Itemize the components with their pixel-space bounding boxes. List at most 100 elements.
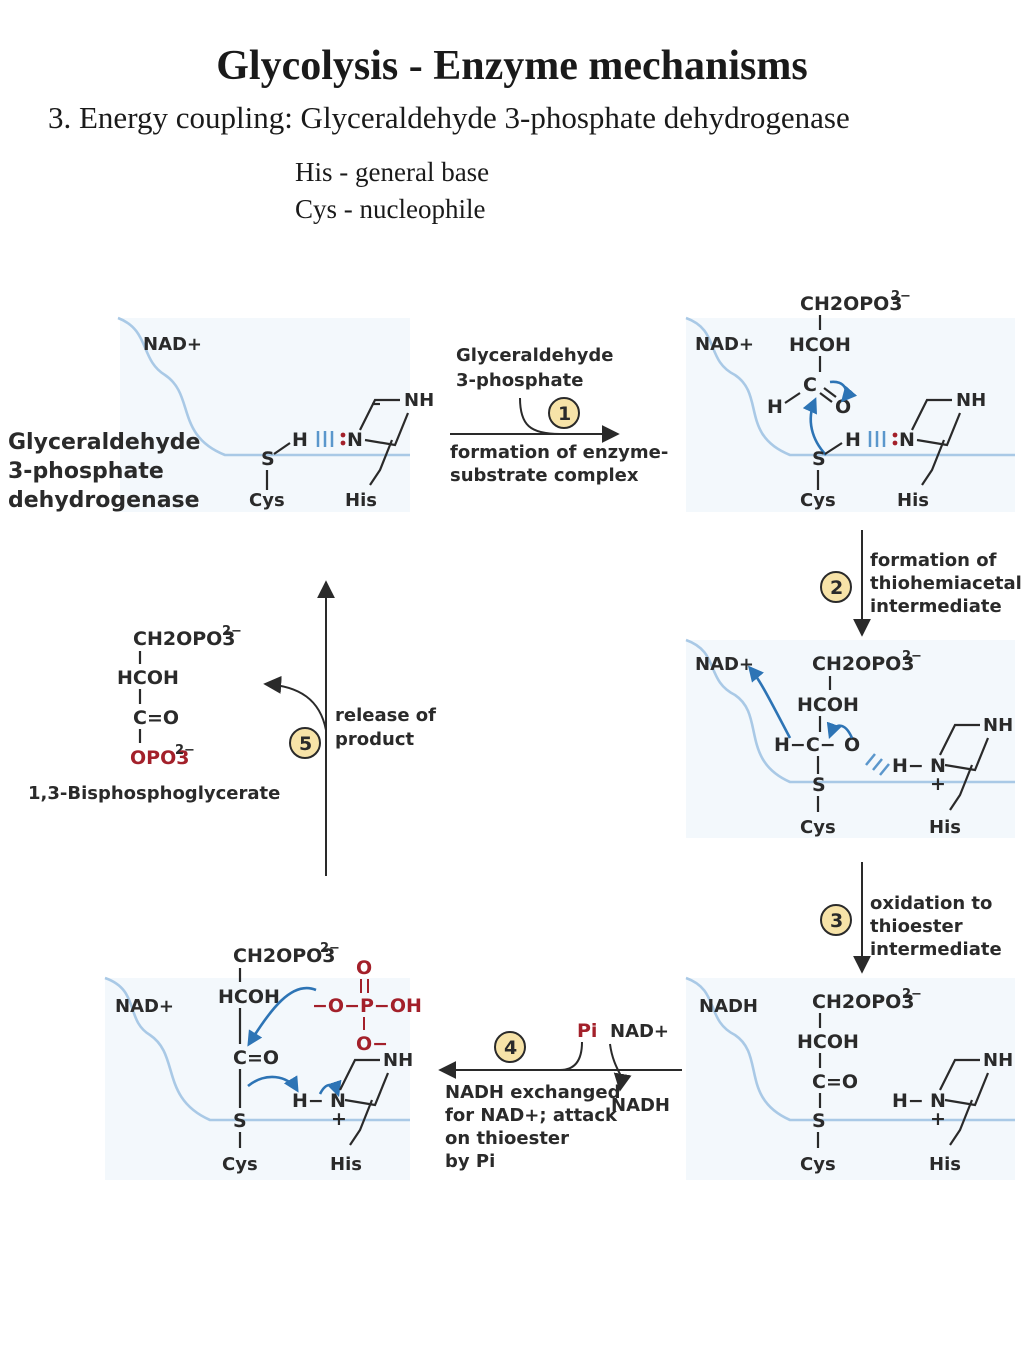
panel-thiohemiacetal-intermediate: NAD+ CH2OPO3 2− HCOH H−C− O H− N + NH S …	[685, 638, 1015, 838]
his-imidazole-n: N	[330, 1090, 346, 1112]
his-imidazole-nh: NH	[383, 1050, 413, 1071]
nad-plus-label: NAD+	[695, 654, 754, 675]
nadh-label: NADH	[699, 996, 758, 1017]
step-2-text-line-1: formation of	[870, 550, 997, 571]
hydrogen-bond-dashes	[316, 431, 334, 447]
step-1-badge	[548, 397, 580, 429]
step-4-text-line-4: by Pi	[445, 1151, 495, 1172]
acyl-phosphate: OPO3	[130, 747, 189, 769]
his-n-hydrogen: H−	[892, 755, 924, 777]
thiolate-attack-arrow	[802, 397, 827, 456]
step-3-badge	[820, 904, 852, 936]
panel-thioester-intermediate: NADH CH2OPO3 2− HCOH C=O S Cys H− N + NH…	[685, 976, 1015, 1180]
enzyme-name-line-1: Glyceraldehyde	[8, 430, 200, 455]
his-imidazole-nh: NH	[404, 390, 434, 411]
ch2opo3-group: CH2OPO3	[133, 628, 236, 650]
thioester-carbonyl: C=O	[812, 1071, 858, 1093]
alkoxide-electron-arrow	[826, 721, 854, 739]
his-imidazole-nh: NH	[983, 1050, 1013, 1071]
his-positive-charge: +	[331, 1108, 347, 1130]
ch2opo3-group: CH2OPO3	[812, 991, 915, 1013]
hcoh-group: HCOH	[789, 334, 851, 356]
role-his-general-base: His - general base	[295, 157, 490, 187]
step-3-text-line-1: oxidation to	[870, 893, 992, 914]
step-3: 3 oxidation to thioester intermediate	[820, 862, 1002, 974]
his-imidazole-n: N	[899, 429, 915, 451]
nad-plus-in-label: NAD+	[610, 1021, 669, 1042]
hydride-transfer-arrow	[748, 665, 792, 739]
phosphate-double-bond-oxygen: O	[356, 957, 372, 979]
nadh-out-label: NADH	[611, 1095, 670, 1116]
svg-text:2−: 2−	[175, 743, 195, 758]
cys-sulfur: S	[261, 448, 275, 470]
carbonyl-reform-arrow	[247, 1075, 299, 1093]
product-name: 1,3-Bisphosphoglycerate	[28, 783, 280, 804]
step-4: Pi NAD+ NADH 4 NADH exchanged for NAD+; …	[438, 1020, 682, 1172]
his-n-hydrogen: H−	[892, 1090, 924, 1112]
step-4-number: 4	[504, 1037, 517, 1059]
panel-phosphorolysis: NAD+ CH2OPO3 2− HCOH C=O S Cys O −O−P−OH…	[104, 941, 422, 1180]
ch2opo3-group: CH2OPO3	[812, 653, 915, 675]
aldehyde-hydrogen: H	[767, 396, 783, 418]
step-5-text-line-2: product	[335, 729, 414, 750]
svg-text:2−: 2−	[902, 649, 922, 664]
cys-sulfur: S	[812, 448, 826, 470]
step-1: Glyceraldehyde 3-phosphate 1 formation o…	[450, 345, 668, 486]
product-release-curve	[263, 675, 327, 731]
acyl-carbonyl: C=O	[133, 707, 179, 729]
hcoh-group: HCOH	[218, 986, 280, 1008]
cys-label: Cys	[800, 817, 836, 838]
active-site-pocket	[117, 316, 410, 457]
hydride-carbon: H−C−	[774, 734, 836, 756]
proton-transfer-arrow	[318, 1079, 342, 1097]
step-3-number: 3	[830, 910, 843, 932]
step-5-badge	[289, 727, 321, 759]
step-2-number: 2	[830, 577, 843, 599]
svg-text:2−: 2−	[902, 987, 922, 1002]
step-3-text-line-3: intermediate	[870, 939, 1002, 960]
cys-label: Cys	[222, 1154, 258, 1175]
page-title: Glycolysis - Enzyme mechanisms	[216, 43, 808, 89]
carbonyl-electron-arrow	[829, 380, 858, 403]
enzyme-name-line-3: dehydrogenase	[8, 488, 200, 513]
step-2-badge	[820, 571, 852, 603]
cys-thiol-hydrogen: H	[845, 429, 861, 451]
his-imidazole-n: N	[347, 429, 363, 451]
page-subtitle: 3. Energy coupling: Glyceraldehyde 3-pho…	[48, 100, 850, 135]
step-2-text-line-2: thiohemiacetal	[870, 573, 1022, 594]
role-cys-nucleophile: Cys - nucleophile	[295, 194, 486, 224]
step-4-text-line-1: NADH exchanged	[445, 1082, 621, 1103]
step-4-text-line-3: on thioester	[445, 1128, 569, 1149]
alkoxide-oxygen: O	[844, 734, 860, 756]
his-imidazole-n: N	[930, 755, 946, 777]
his-imidazole-nh: NH	[983, 715, 1013, 736]
his-label: His	[897, 490, 929, 511]
step-1-text-line-2: substrate complex	[450, 465, 639, 486]
step-1-text-line-1: formation of enzyme-	[450, 442, 668, 463]
hcoh-group: HCOH	[797, 1031, 859, 1053]
ch2opo3-group: CH2OPO3	[233, 945, 336, 967]
his-imidazole-n: N	[930, 1090, 946, 1112]
nad-plus-label: NAD+	[115, 996, 174, 1017]
his-positive-charge: +	[930, 1108, 946, 1130]
his-imidazole-nh: NH	[956, 390, 986, 411]
phosphate-center: −O−P−OH	[312, 995, 422, 1017]
step-4-text-line-2: for NAD+; attack	[445, 1105, 618, 1126]
cys-sulfur: S	[233, 1110, 247, 1132]
cys-label: Cys	[800, 490, 836, 511]
step-1-number: 1	[558, 403, 571, 425]
his-n-hydrogen: H−	[292, 1090, 324, 1112]
phosphate-attack-arrow	[247, 986, 317, 1047]
his-label: His	[929, 1154, 961, 1175]
cys-label: Cys	[800, 1154, 836, 1175]
aldehyde-carbon: C	[803, 374, 817, 396]
product-1-3-bisphosphoglycerate: CH2OPO3 2− HCOH C=O OPO3 2− 1,3-Bisphosp…	[28, 624, 280, 804]
cys-thiol-hydrogen: H	[292, 429, 308, 451]
nad-plus-label: NAD+	[143, 334, 202, 355]
step-5-text-line-1: release of	[335, 705, 436, 726]
step-2-text-line-3: intermediate	[870, 596, 1002, 617]
svg-text:2−: 2−	[891, 289, 911, 304]
inorganic-phosphate: Pi	[577, 1020, 597, 1042]
svg-text:2−: 2−	[222, 624, 242, 639]
